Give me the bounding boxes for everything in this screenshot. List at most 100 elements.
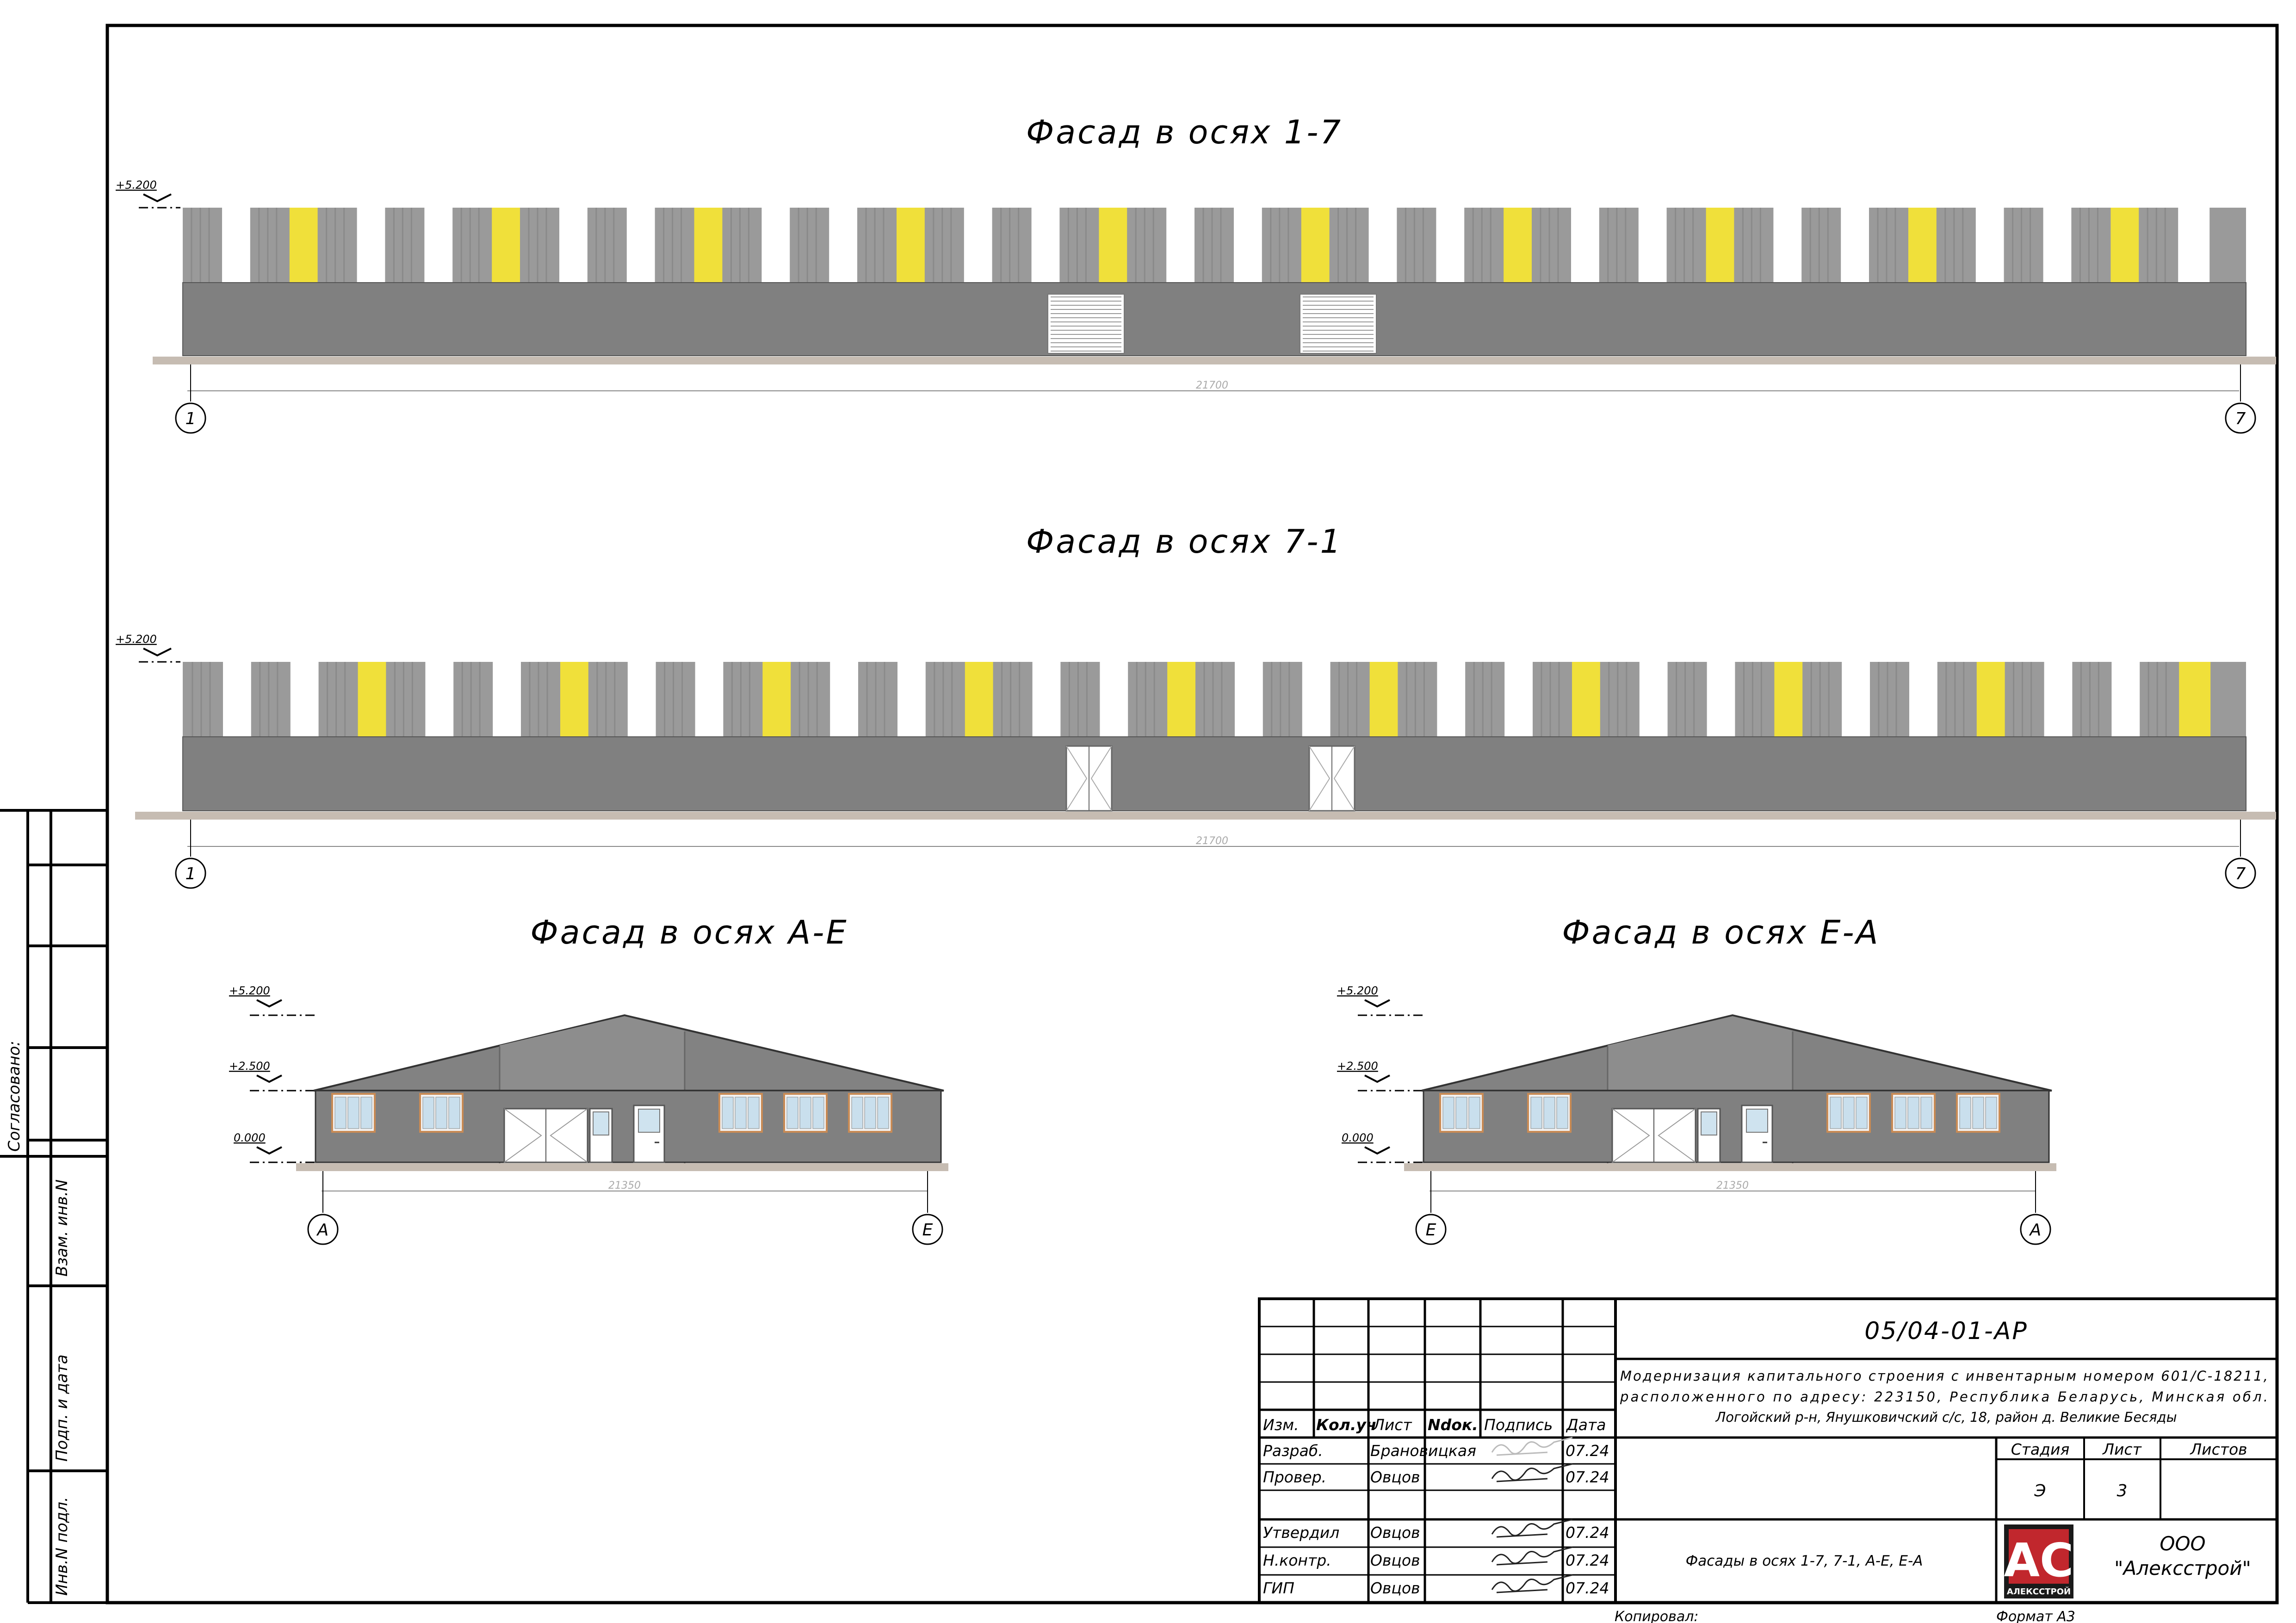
header-list: Лист — [1373, 1416, 1412, 1434]
white-panel — [223, 662, 254, 737]
facade-title: Фасад в осях Е-А — [1562, 913, 1880, 951]
white-panel — [2044, 662, 2076, 737]
axis-marker-1: 1 — [175, 820, 206, 889]
double-gate — [1611, 1108, 1696, 1163]
level-mark: +5.200 — [116, 633, 180, 663]
row-role: Провер. — [1263, 1468, 1326, 1486]
yellow-panel — [289, 208, 321, 283]
upper-panels — [183, 208, 2210, 283]
header-podpis: Подпись — [1484, 1416, 1553, 1434]
gable-wall — [315, 1090, 942, 1163]
header-izm: Изм. — [1263, 1416, 1299, 1434]
white-panel — [425, 662, 457, 737]
white-panel — [493, 662, 525, 737]
signature — [1491, 1546, 1573, 1566]
upper-panels — [184, 662, 2211, 737]
company-name-1: ООО — [2160, 1532, 2205, 1555]
signature — [1491, 1463, 1573, 1482]
white-panel — [1504, 662, 1536, 737]
format-label: Формат А3 — [1996, 1609, 2075, 1623]
row-date: 07.24 — [1566, 1468, 1609, 1486]
podp-label: Подп. и дата — [53, 1354, 71, 1462]
level-marks: +5.200 +2.500 0.000 — [1337, 984, 1423, 1163]
facade-e-a: Фасад в осях Е-А +5.200 +2.500 0.000 — [1337, 913, 2056, 1245]
yellow-panel — [1976, 662, 2008, 737]
lower-wall — [182, 282, 2246, 356]
yellow-panel — [2179, 662, 2211, 737]
door — [1741, 1105, 1773, 1163]
dimension-line: 21350 — [1430, 1180, 2036, 1191]
white-panel — [1639, 662, 1671, 737]
white-panel — [627, 662, 659, 737]
white-panel — [1842, 662, 1874, 737]
facade-title: Фасад в осях А-Е — [530, 913, 848, 951]
double-door — [1308, 745, 1355, 812]
document-code: 05/04-01-АР — [1864, 1317, 2028, 1345]
row-role: ГИП — [1263, 1579, 1294, 1597]
louver-door — [1047, 294, 1125, 354]
door — [1697, 1108, 1721, 1163]
row-date: 07.24 — [1566, 1442, 1609, 1460]
row-date: 07.24 — [1566, 1579, 1609, 1597]
white-panel — [357, 208, 389, 283]
white-panel — [559, 208, 591, 283]
row-date: 07.24 — [1566, 1551, 1609, 1569]
svg-text:21350: 21350 — [608, 1180, 641, 1191]
svg-text:7: 7 — [2235, 409, 2246, 428]
yellow-panel — [1167, 662, 1199, 737]
white-panel — [1100, 662, 1132, 737]
yellow-panel — [762, 662, 794, 737]
signature — [1491, 1574, 1573, 1593]
row-role: Утвердил — [1263, 1524, 1339, 1542]
door — [633, 1105, 665, 1163]
white-panel — [1436, 208, 1468, 283]
yellow-panel — [1301, 208, 1333, 283]
signature — [1491, 1437, 1573, 1456]
yellow-panel — [965, 662, 996, 737]
ground-line — [135, 812, 2276, 820]
sheet-title: Фасады в осях 1-7, 7-1, А-Е, Е-А — [1686, 1553, 1923, 1569]
door — [589, 1108, 613, 1163]
white-panel — [1841, 208, 1873, 283]
facade-a-e: Фасад в осях А-Е +5.200 +2.500 0.000 — [229, 913, 948, 1245]
ground-line — [1404, 1163, 2056, 1171]
dimension-line: 21700 — [187, 835, 2239, 847]
yellow-panel — [897, 208, 928, 283]
row-role: Н.контр. — [1263, 1551, 1331, 1569]
svg-text:1: 1 — [186, 409, 196, 428]
yellow-panel — [492, 208, 524, 283]
white-panel — [424, 208, 456, 283]
svg-text:1: 1 — [186, 864, 196, 883]
white-panel — [1031, 208, 1063, 283]
yellow-panel — [1504, 208, 1535, 283]
white-panel — [695, 662, 727, 737]
stage-label: Стадия — [2011, 1440, 2070, 1458]
inv-label: Инв.N подл. — [53, 1497, 71, 1596]
louver-door — [1300, 294, 1377, 354]
yellow-panel — [560, 662, 592, 737]
facade-7-1: Фасад в осях 7-1 +5.200 21700 1 7 — [116, 523, 2276, 889]
white-panel — [1638, 208, 1670, 283]
svg-text:21700: 21700 — [1196, 835, 1228, 847]
svg-text:Е: Е — [1426, 1221, 1436, 1240]
company-logo: АС АЛЕКССТРОЙ — [2004, 1524, 2073, 1598]
white-panel — [1234, 208, 1265, 283]
axis-marker-7: 7 — [2225, 820, 2256, 889]
header-kol: Кол.уч — [1316, 1416, 1377, 1434]
white-panel — [290, 662, 322, 737]
project-line-3: Логойский р-н, Янушковичский с/с, 18, ра… — [1715, 1409, 2177, 1425]
white-panel — [1166, 208, 1198, 283]
white-panel — [1302, 662, 1334, 737]
svg-text:7: 7 — [2235, 864, 2246, 883]
double-gate — [503, 1108, 588, 1163]
windows — [1439, 1093, 2000, 1133]
row-name: Овцов — [1370, 1468, 1420, 1486]
axis-marker-right: А — [2020, 1171, 2051, 1245]
sheet-value: 3 — [2117, 1481, 2128, 1500]
svg-text:21350: 21350 — [1716, 1180, 1749, 1191]
side-stamp — [0, 809, 109, 1604]
svg-text:+5.200: +5.200 — [1337, 984, 1378, 997]
yellow-panel — [1572, 662, 1603, 737]
